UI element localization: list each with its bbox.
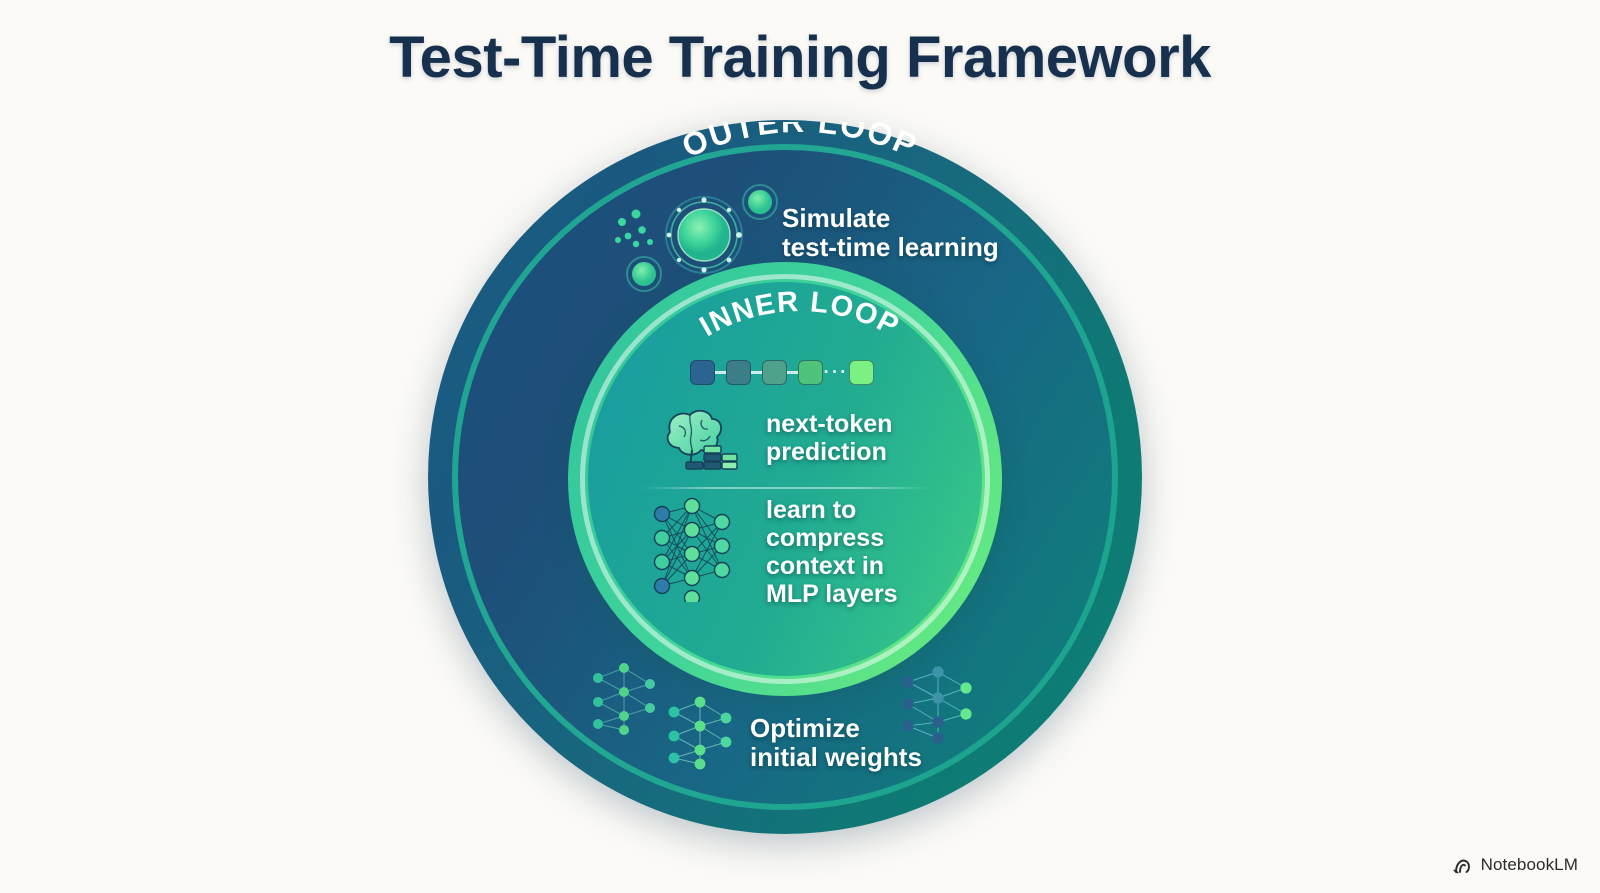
neural-graph-icon	[593, 663, 655, 735]
mlp-network-icon	[653, 497, 731, 602]
notebooklm-spiral-icon	[1453, 859, 1470, 873]
compress-label-line2: compress	[766, 524, 885, 552]
compress-label-line3: context in	[766, 552, 885, 580]
token-box	[762, 360, 787, 385]
neural-graph-icon	[668, 696, 732, 770]
token-ellipsis: ···	[823, 361, 849, 383]
watermark-label: NotebookLM	[1480, 855, 1578, 874]
token-box	[726, 360, 751, 385]
simulate-label-line1: Simulate	[782, 203, 891, 233]
neural-graph-icon	[902, 666, 972, 744]
simulate-label: Simulate test-time learning	[782, 203, 1022, 263]
token-box	[690, 360, 715, 385]
token-box	[849, 360, 874, 385]
watermark: NotebookLM	[1453, 855, 1578, 875]
token-link	[715, 371, 726, 374]
compress-context-label: learn to compress context in MLP layers	[766, 496, 946, 608]
inner-loop-rim-highlight	[580, 274, 990, 684]
optimize-label-line2: initial weights	[750, 742, 922, 773]
next-token-label-line2: prediction	[766, 438, 887, 466]
next-token-prediction-label: next-token prediction	[766, 410, 946, 466]
inner-loop-ring	[588, 282, 982, 676]
token-box	[798, 360, 823, 385]
token-link	[751, 371, 762, 374]
simulate-label-line2: test-time learning	[782, 232, 999, 263]
orbital-cell-icon	[615, 184, 778, 292]
optimize-weights-label: Optimize initial weights	[750, 713, 990, 773]
page-title: Test-Time Training Framework	[389, 25, 1211, 90]
token-link	[787, 371, 798, 374]
optimize-label-line1: Optimize	[750, 713, 860, 743]
compress-label-line1: learn to	[766, 496, 857, 524]
brain-bars-icon	[666, 409, 738, 470]
token-sequence: ···	[690, 360, 874, 385]
next-token-label-line1: next-token	[766, 410, 893, 438]
inner-loop-divider	[640, 487, 930, 489]
compress-label-line4: MLP layers	[766, 580, 898, 608]
